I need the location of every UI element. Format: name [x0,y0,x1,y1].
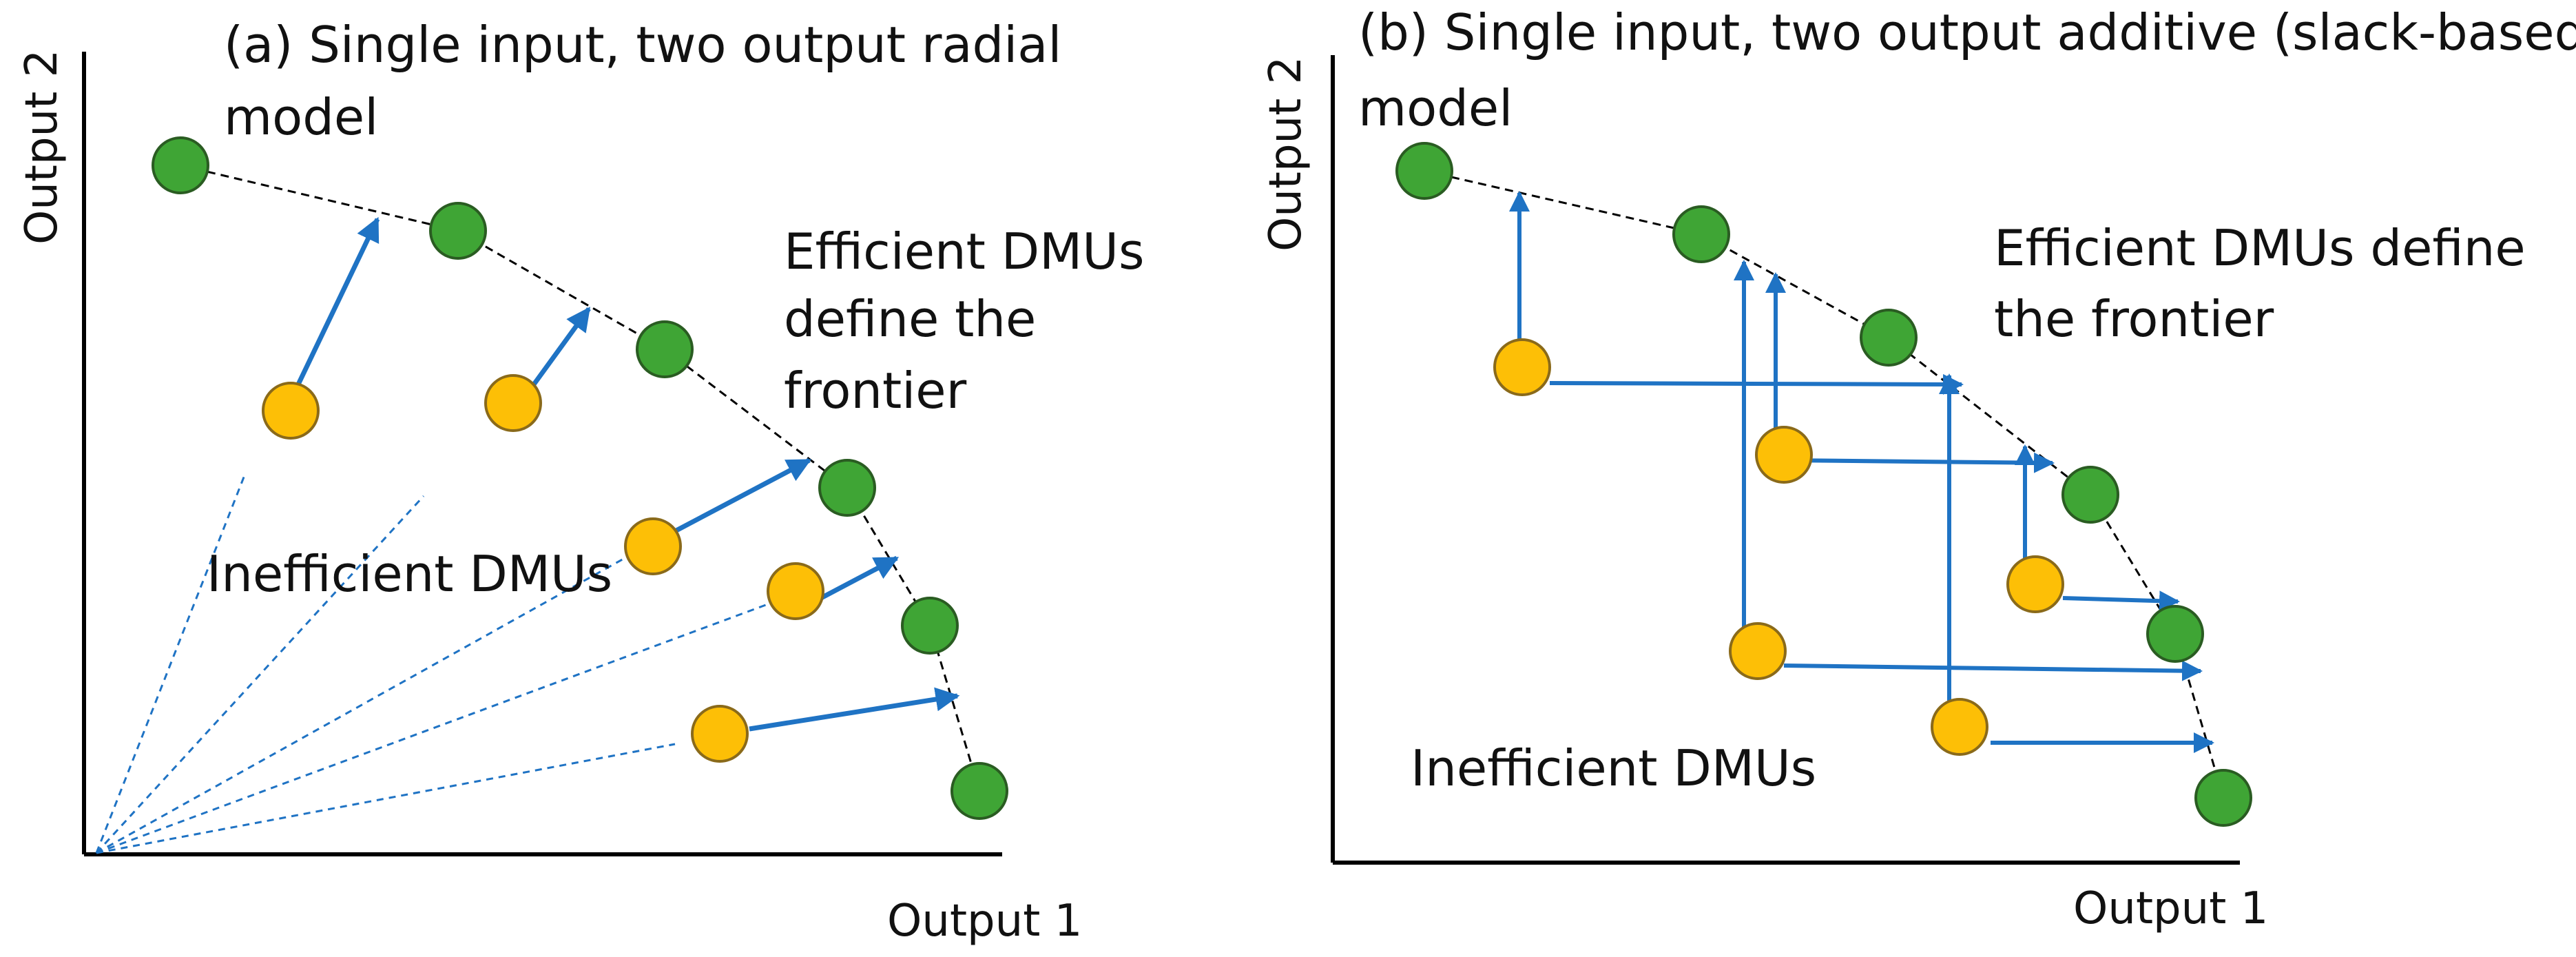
panel-a-efficient-dmus [152,136,1008,820]
efficient-dmu [1860,309,1918,367]
efficient-dmu [152,136,209,194]
panel-a-title-line2: model [224,88,378,146]
panel-a-arrow [749,687,960,732]
panel-a-arrow [295,216,380,387]
panel-b-arrow [2062,590,2180,612]
panel-b-efficient-dmus [1395,142,2252,827]
inefficient-dmu [484,374,542,432]
panel-a-arrow [532,307,591,387]
panel-a-radial-lines [95,475,772,854]
panel-b-inefficient-dmus [1493,338,2064,756]
inefficient-dmu [262,382,320,440]
panel-a-y-axis-label: Output 2 [17,50,67,245]
panel-a-arrow [820,555,900,601]
panel-a-projection-arrows [295,216,960,732]
panel-a: (a) Single input, two output radial mode… [17,16,1145,947]
panel-b-title-line1: (b) Single input, two output additive (s… [1358,3,2576,61]
efficient-dmu [818,459,876,517]
efficient-dmu [636,320,694,378]
efficient-dmu [1672,205,1730,263]
panel-b-x-axis-label: Output 1 [2073,883,2268,934]
inefficient-dmu [1493,338,1551,396]
panel-b-efficient-frontier [1424,169,2225,799]
panel-a-title-line1: (a) Single input, two output radial [224,16,1061,74]
inefficient-dmu [767,562,824,620]
inefficient-dmu [1931,698,1988,756]
efficient-dmu [951,762,1008,820]
panel-b-arrow [1783,660,2203,681]
inefficient-dmu [691,705,749,763]
panel-b-arrow [1785,452,2055,473]
panel-b-title-line2: model [1358,79,1513,137]
panel-b-arrow [1549,373,1964,395]
panel-b-y-axis-label: Output 2 [1260,56,1311,251]
panel-a-efficient-label-line3: frontier [784,362,967,420]
panel-a-inefficient-dmus [262,374,824,763]
inefficient-dmu [1729,622,1787,680]
inefficient-dmu [2006,555,2064,613]
efficient-dmu [2146,605,2204,663]
panel-b-inefficient-label: Inefficient DMUs [1411,739,1816,797]
inefficient-dmu [1755,426,1813,484]
panel-a-x-axis-label: Output 1 [887,896,1082,947]
panel-a-inefficient-label: Inefficient DMUs [207,545,612,603]
efficient-dmu [429,202,487,260]
efficient-dmu [901,597,959,655]
efficient-dmu [2061,466,2119,524]
panel-b-slack-arrows [1509,191,2214,753]
panel-a-efficient-label-line2: define the [784,290,1036,348]
panel-a-arrow [672,457,812,535]
efficient-dmu [2194,769,2252,827]
efficient-dmu [1395,142,1453,200]
inefficient-dmu [624,517,682,575]
panel-a-efficient-label-line1: Efficient DMUs [784,223,1145,280]
panel-b-efficient-label-line2: the frontier [1994,290,2274,348]
panel-b-efficient-label-line1: Efficient DMUs define [1994,219,2526,277]
panel-b: (b) Single input, two output additive (s… [1260,3,2576,934]
